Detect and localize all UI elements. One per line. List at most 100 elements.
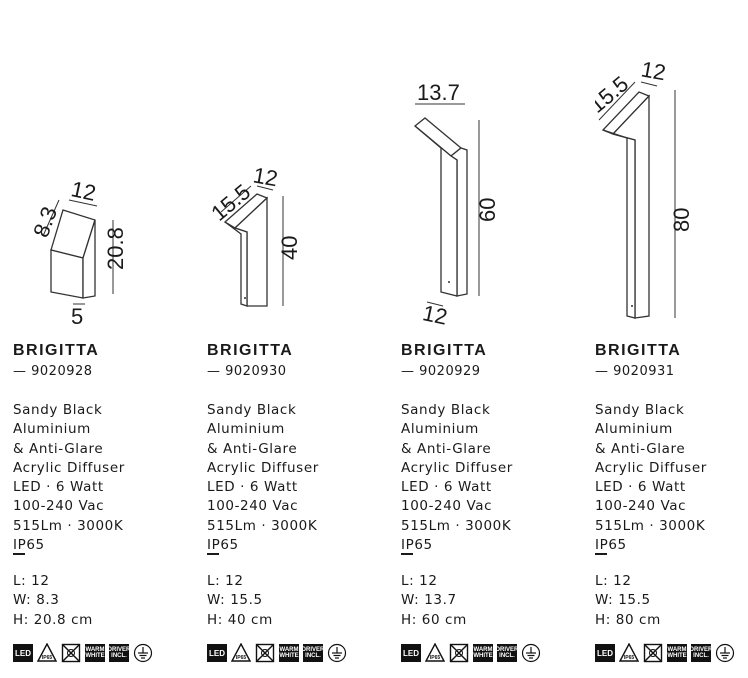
spec-line: IP65 [401,537,433,554]
no-dimmable-icon-shape [449,643,469,663]
driver-line-1: DRIVER [495,647,519,653]
spec-line: Acrylic Diffuser [595,459,707,476]
driver-line-2: INCL. [693,653,709,659]
ground-icon [133,643,153,663]
no-dimmable-icon [449,643,469,663]
warm-white-line-2: WHITE [85,653,105,659]
product-dimensions: L: 12 W: 15.5 H: 40 cm [207,572,273,630]
spec-line: Aluminium [13,421,91,438]
ip65-icon: IP65 [619,643,639,662]
bollard-drawing-80: 15.5 12 80 [595,56,694,319]
product-column-9020930: 15.5 12 40 BRIGITTA — 9020930 Sandy Blac… [207,0,397,678]
spec-line: Sandy Black [595,402,685,418]
spec-line: 515Lm · 3000K [207,517,318,534]
warm-white-line-1: WARM [667,647,687,653]
driver-line-2: INCL. [499,653,515,659]
warm-white-line-1: WARM [473,647,493,653]
drawing-height-label: 80 [669,208,694,232]
separator-dash [595,553,607,555]
drawing-width-label: 12 [639,56,667,85]
product-code: — 9020928 [13,364,93,379]
dimension-line: L: 12 [13,573,50,589]
spec-line: Aluminium [595,421,673,438]
ground-icon-shape [133,643,153,663]
ip65-icon: IP65 [37,643,57,662]
dimension-line: W: 13.7 [401,592,457,609]
led-icon: LED [13,644,33,662]
driver-line-1: DRIVER [689,647,713,653]
led-icon: LED [207,644,227,662]
product-specs: Sandy Black Aluminium & Anti-Glare Acryl… [401,401,513,555]
dimension-line: H: 60 cm [401,611,467,628]
dimension-line: W: 15.5 [595,592,651,609]
led-icon-label: LED [403,648,419,658]
dimension-line: W: 8.3 [13,592,60,609]
ip65-icon: IP65 [425,643,445,662]
product-specs: Sandy Black Aluminium & Anti-Glare Acryl… [13,401,125,555]
driver-line-1: DRIVER [301,647,325,653]
product-drawing: 15.5 12 40 [207,0,397,330]
ip65-icon-shape: IP65 [425,643,445,662]
spec-line: & Anti-Glare [207,440,298,457]
drawing-width-label: 12 [251,162,279,191]
product-column-9020929: 13.7 60 12 BRIGITTA — 9020929 Sandy Blac… [401,0,591,678]
warm-white-line-1: WARM [279,647,299,653]
spec-line: Sandy Black [207,402,297,418]
ground-icon [715,643,735,663]
warm-white-line-2: WHITE [667,653,687,659]
product-dimensions: L: 12 W: 13.7 H: 60 cm [401,572,467,630]
bollard-drawing-40: 15.5 12 40 [207,162,302,307]
no-dimmable-icon [255,643,275,663]
led-icon-label: LED [15,648,31,658]
product-title: BRIGITTA [13,342,100,359]
ip65-icon-shape: IP65 [37,643,57,662]
driver-line-2: INCL. [111,653,127,659]
spec-line: IP65 [13,537,45,554]
ip65-icon-label: IP65 [42,655,53,661]
separator-dash [207,553,219,555]
spec-line: IP65 [595,537,627,554]
ip65-icon: IP65 [231,643,251,662]
drawing-width-label: 13.7 [417,80,460,105]
dimension-line: L: 12 [595,573,632,589]
product-title: BRIGITTA [401,342,488,359]
drawing-height-label: 40 [277,236,302,260]
spec-line: 100-240 Vac [595,498,687,515]
spec-line: Aluminium [207,421,285,438]
spec-line: 515Lm · 3000K [401,517,512,534]
separator-dash [13,553,25,555]
dimension-line: H: 40 cm [207,611,273,628]
spec-line: 100-240 Vac [401,498,493,515]
no-dimmable-icon-shape [61,643,81,663]
spec-line: IP65 [207,537,239,554]
no-dimmable-icon-shape [255,643,275,663]
product-drawing: 15.5 12 80 [595,0,748,330]
dimension-line: W: 15.5 [207,592,263,609]
ip65-icon-shape: IP65 [619,643,639,662]
product-dimensions: L: 12 W: 8.3 H: 20.8 cm [13,572,93,630]
drawing-base-label: 5 [71,304,83,329]
drawing-width-label: 12 [69,176,98,206]
product-code: — 9020930 [207,364,287,379]
spec-line: LED · 6 Watt [595,479,686,496]
warm-white-line-1: WARM [85,647,105,653]
product-specs: Sandy Black Aluminium & Anti-Glare Acryl… [595,401,707,555]
dimension-line: L: 12 [207,573,244,589]
drawing-height-label: 20.8 [103,227,128,270]
ip65-icon-label: IP65 [430,655,441,661]
drawing-height-label: 60 [475,198,500,222]
ip65-icon-label: IP65 [624,655,635,661]
bollard-drawing-small: 12 8.3 20.8 5 [28,176,128,329]
product-column-9020928: 12 8.3 20.8 5 BRIGITTA — 9020928 Sandy B… [13,0,203,678]
